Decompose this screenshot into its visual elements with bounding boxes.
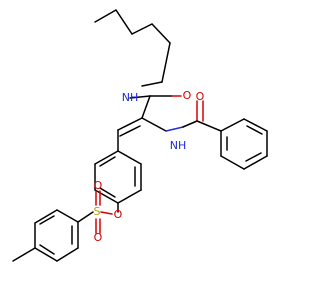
- bond-vinyl-to-nh: [141, 117, 167, 132]
- ester-o-label: O: [114, 208, 123, 221]
- bond-tolyl-methyl: [12, 247, 36, 262]
- ring-tolyl-1: [56, 209, 79, 223]
- ring-tolyl-5: [56, 247, 79, 262]
- benzamide-o-label: O: [196, 90, 205, 103]
- ring-tolyl-dbl-2: [39, 244, 55, 255]
- ring-benzamide-dbl-1: [246, 125, 263, 135]
- amide-nh-label: NH: [122, 91, 139, 104]
- ring-central-3: [117, 189, 142, 204]
- central-phenyl: [94, 150, 142, 204]
- bond-butyl-5: [161, 42, 171, 83]
- sulfonyl-o-bottom-label: O: [94, 231, 103, 244]
- vinyl-group: [117, 117, 167, 152]
- bond-s-tolyl: [77, 211, 94, 223]
- ring-benzamide-1: [220, 118, 245, 132]
- sulfonyl-s-label: S: [94, 205, 101, 218]
- ring-central-4: [94, 189, 119, 204]
- chemical-structure-diagram: NH O NH O O S O O: [12, 9, 268, 262]
- amide-o-label: O: [183, 89, 192, 102]
- butyl-chain: [94, 9, 171, 83]
- bond-benzamide-ring: [196, 120, 222, 132]
- ring-central-6: [94, 150, 119, 165]
- ring-tolyl-2: [34, 209, 58, 224]
- sulfonate-group: [77, 190, 119, 234]
- ring-tolyl-dbl-1: [39, 215, 55, 225]
- bond-o-s-1: [100, 211, 113, 215]
- tolyl-group: [12, 209, 79, 262]
- amide-group: [129, 81, 182, 119]
- ring-benzamide-5: [220, 155, 245, 170]
- ring-central-dbl-3: [99, 156, 116, 167]
- bond-butyl-1: [94, 9, 117, 23]
- ring-tolyl-4: [34, 247, 58, 262]
- benzamide-group: [165, 100, 268, 170]
- ring-central-1: [117, 150, 142, 165]
- ring-benzamide-dbl-2: [245, 152, 262, 162]
- ring-benzamide-4: [243, 155, 268, 170]
- bond-n-carbonyl: [129, 95, 151, 99]
- sulfonyl-o-top-label: O: [94, 179, 103, 192]
- ring-benzamide-2: [243, 118, 268, 132]
- bond-benzamide-nh: [165, 126, 184, 132]
- bond-butyl-4: [151, 23, 171, 44]
- benzamide-nh-label: NH: [170, 139, 187, 152]
- bond-butyl-3: [131, 23, 153, 35]
- bond-butyl-2: [115, 9, 133, 35]
- bond-benzamide-carbonyl: [182, 120, 198, 128]
- bond-n-ch2: [141, 81, 163, 87]
- bond-vinyl-2: [119, 125, 141, 137]
- bond-vinyl-1: [117, 117, 143, 131]
- ring-central-dbl-2: [99, 187, 116, 198]
- bond-amide-to-alkene: [141, 95, 151, 119]
